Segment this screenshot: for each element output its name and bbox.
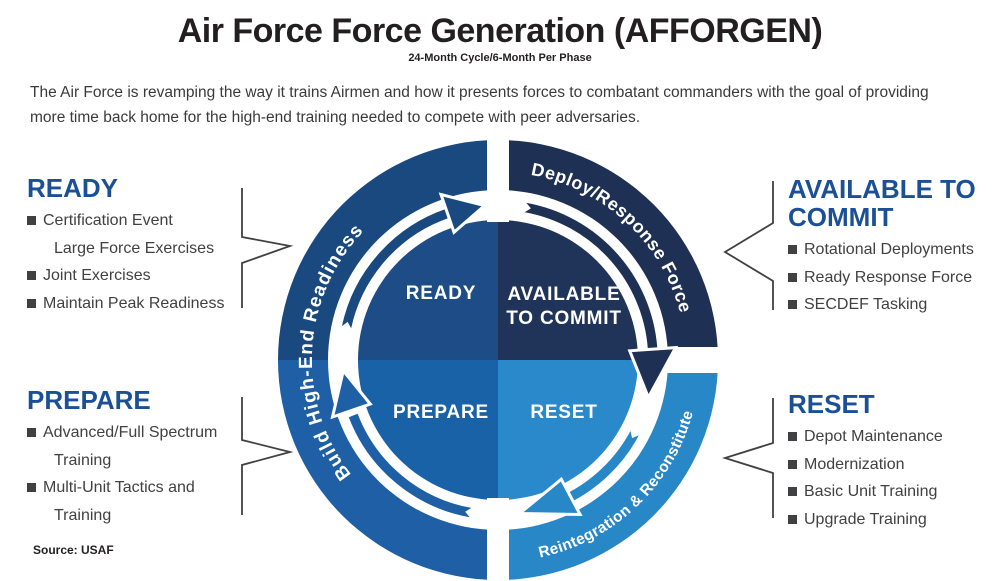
list-item: Training: [27, 447, 217, 475]
page-title: Air Force Force Generation (AFFORGEN): [177, 12, 823, 50]
center-label-available-line2: TO COMMIT: [506, 308, 622, 329]
bullet-square-icon: [788, 487, 797, 496]
list-item: Basic Unit Training: [788, 478, 943, 506]
bullet-square-icon: [788, 245, 797, 254]
section-reset: RESET Depot Maintenance Modernization Ba…: [788, 390, 943, 533]
bracket-available: [723, 181, 774, 310]
list-item-text: Training: [54, 451, 112, 469]
center-label-reset: RESET: [530, 402, 597, 423]
center-label-ready: READY: [406, 283, 477, 304]
arrow-tail-notches: [339, 200, 642, 520]
list-item-text: Joint Exercises: [43, 267, 151, 284]
list-item: Joint Exercises: [27, 262, 224, 290]
list-item: Upgrade Training: [788, 506, 943, 534]
list-item-text: Multi-Unit Tactics and: [43, 479, 195, 496]
bullet-square-icon: [788, 272, 797, 282]
inner-quadrant-prepare: [358, 360, 498, 500]
list-item: Large Force Exercises: [27, 235, 224, 263]
bracket-prepare: [241, 397, 294, 515]
list-item-text: Depot Maintenance: [804, 428, 943, 445]
bullet-square-icon: [27, 483, 36, 492]
section-reset-heading: RESET: [788, 389, 875, 419]
bullet-square-icon: [788, 300, 797, 309]
section-ready-heading: READY: [27, 173, 119, 203]
bracket-ready: [241, 188, 294, 308]
arrow-arc-right: [524, 202, 658, 355]
section-prepare: PREPARE Advanced/Full Spectrum Training …: [27, 386, 217, 529]
list-item-text: Maintain Peak Readiness: [43, 294, 225, 312]
list-item-text: Training: [54, 506, 112, 524]
bullet-square-icon: [788, 459, 797, 469]
bullet-square-icon: [27, 216, 36, 225]
section-available-to-commit: AVAILABLE TO COMMIT Rotational Deploymen…: [788, 175, 978, 319]
arrowhead-left-up: [330, 367, 373, 420]
arrow-arc-bottom: [563, 430, 640, 504]
inner-quadrant-ready: [358, 220, 498, 360]
list-item: Training: [27, 502, 217, 530]
list-item-text: Large Force Exercises: [54, 239, 215, 257]
list-item: Certification Event: [27, 207, 224, 235]
list-item-text: Modernization: [804, 455, 905, 473]
list-item: Maintain Peak Readiness: [27, 290, 224, 318]
arrowhead-bottom-left: [515, 476, 583, 517]
source-attribution: Source: USAF: [33, 543, 114, 557]
inner-quadrant-available: [498, 220, 638, 360]
bullet-square-icon: [788, 514, 797, 524]
bottom-divider-notch: [487, 498, 509, 581]
arrowhead-top-clockwise: [438, 192, 488, 235]
list-item: Ready Response Force: [788, 264, 978, 292]
center-label-prepare: PREPARE: [393, 402, 489, 423]
list-item-text: SECDEF Tasking: [804, 296, 928, 313]
list-item-text: Advanced/Full Spectrum: [43, 424, 218, 441]
top-divider-notch: [487, 137, 509, 222]
list-item: Advanced/Full Spectrum: [27, 419, 217, 447]
center-label-available-line1: AVAILABLE: [507, 284, 620, 305]
arrowhead-right-down: [627, 345, 679, 402]
arrow-arc-left: [348, 413, 472, 518]
bullet-square-icon: [27, 271, 36, 280]
list-item: Multi-Unit Tactics and: [27, 474, 217, 502]
list-item: Modernization: [788, 451, 943, 479]
list-item: Rotational Deployments: [788, 236, 978, 264]
bullet-square-icon: [27, 298, 36, 308]
section-available-heading: AVAILABLE TO COMMIT: [788, 174, 976, 232]
list-item: Depot Maintenance: [788, 423, 943, 451]
list-item-text: Upgrade Training: [804, 510, 927, 528]
bullet-square-icon: [788, 432, 797, 441]
section-ready: READY Certification Event Large Force Ex…: [27, 174, 224, 317]
page-subtitle: 24-Month Cycle/6-Month Per Phase: [408, 52, 592, 64]
list-item-text: Basic Unit Training: [804, 483, 938, 500]
list-item-text: Rotational Deployments: [804, 241, 974, 258]
inner-quadrant-reset: [498, 360, 638, 500]
description-paragraph: The Air Force is revamping the way it tr…: [30, 84, 929, 126]
section-prepare-heading: PREPARE: [27, 385, 151, 415]
list-item-text: Ready Response Force: [804, 268, 973, 286]
bracket-reset: [721, 398, 774, 518]
list-item-text: Certification Event: [43, 212, 173, 229]
list-item: SECDEF Tasking: [788, 291, 978, 319]
bullet-square-icon: [27, 428, 36, 437]
arrow-arc-top-left: [341, 208, 450, 329]
